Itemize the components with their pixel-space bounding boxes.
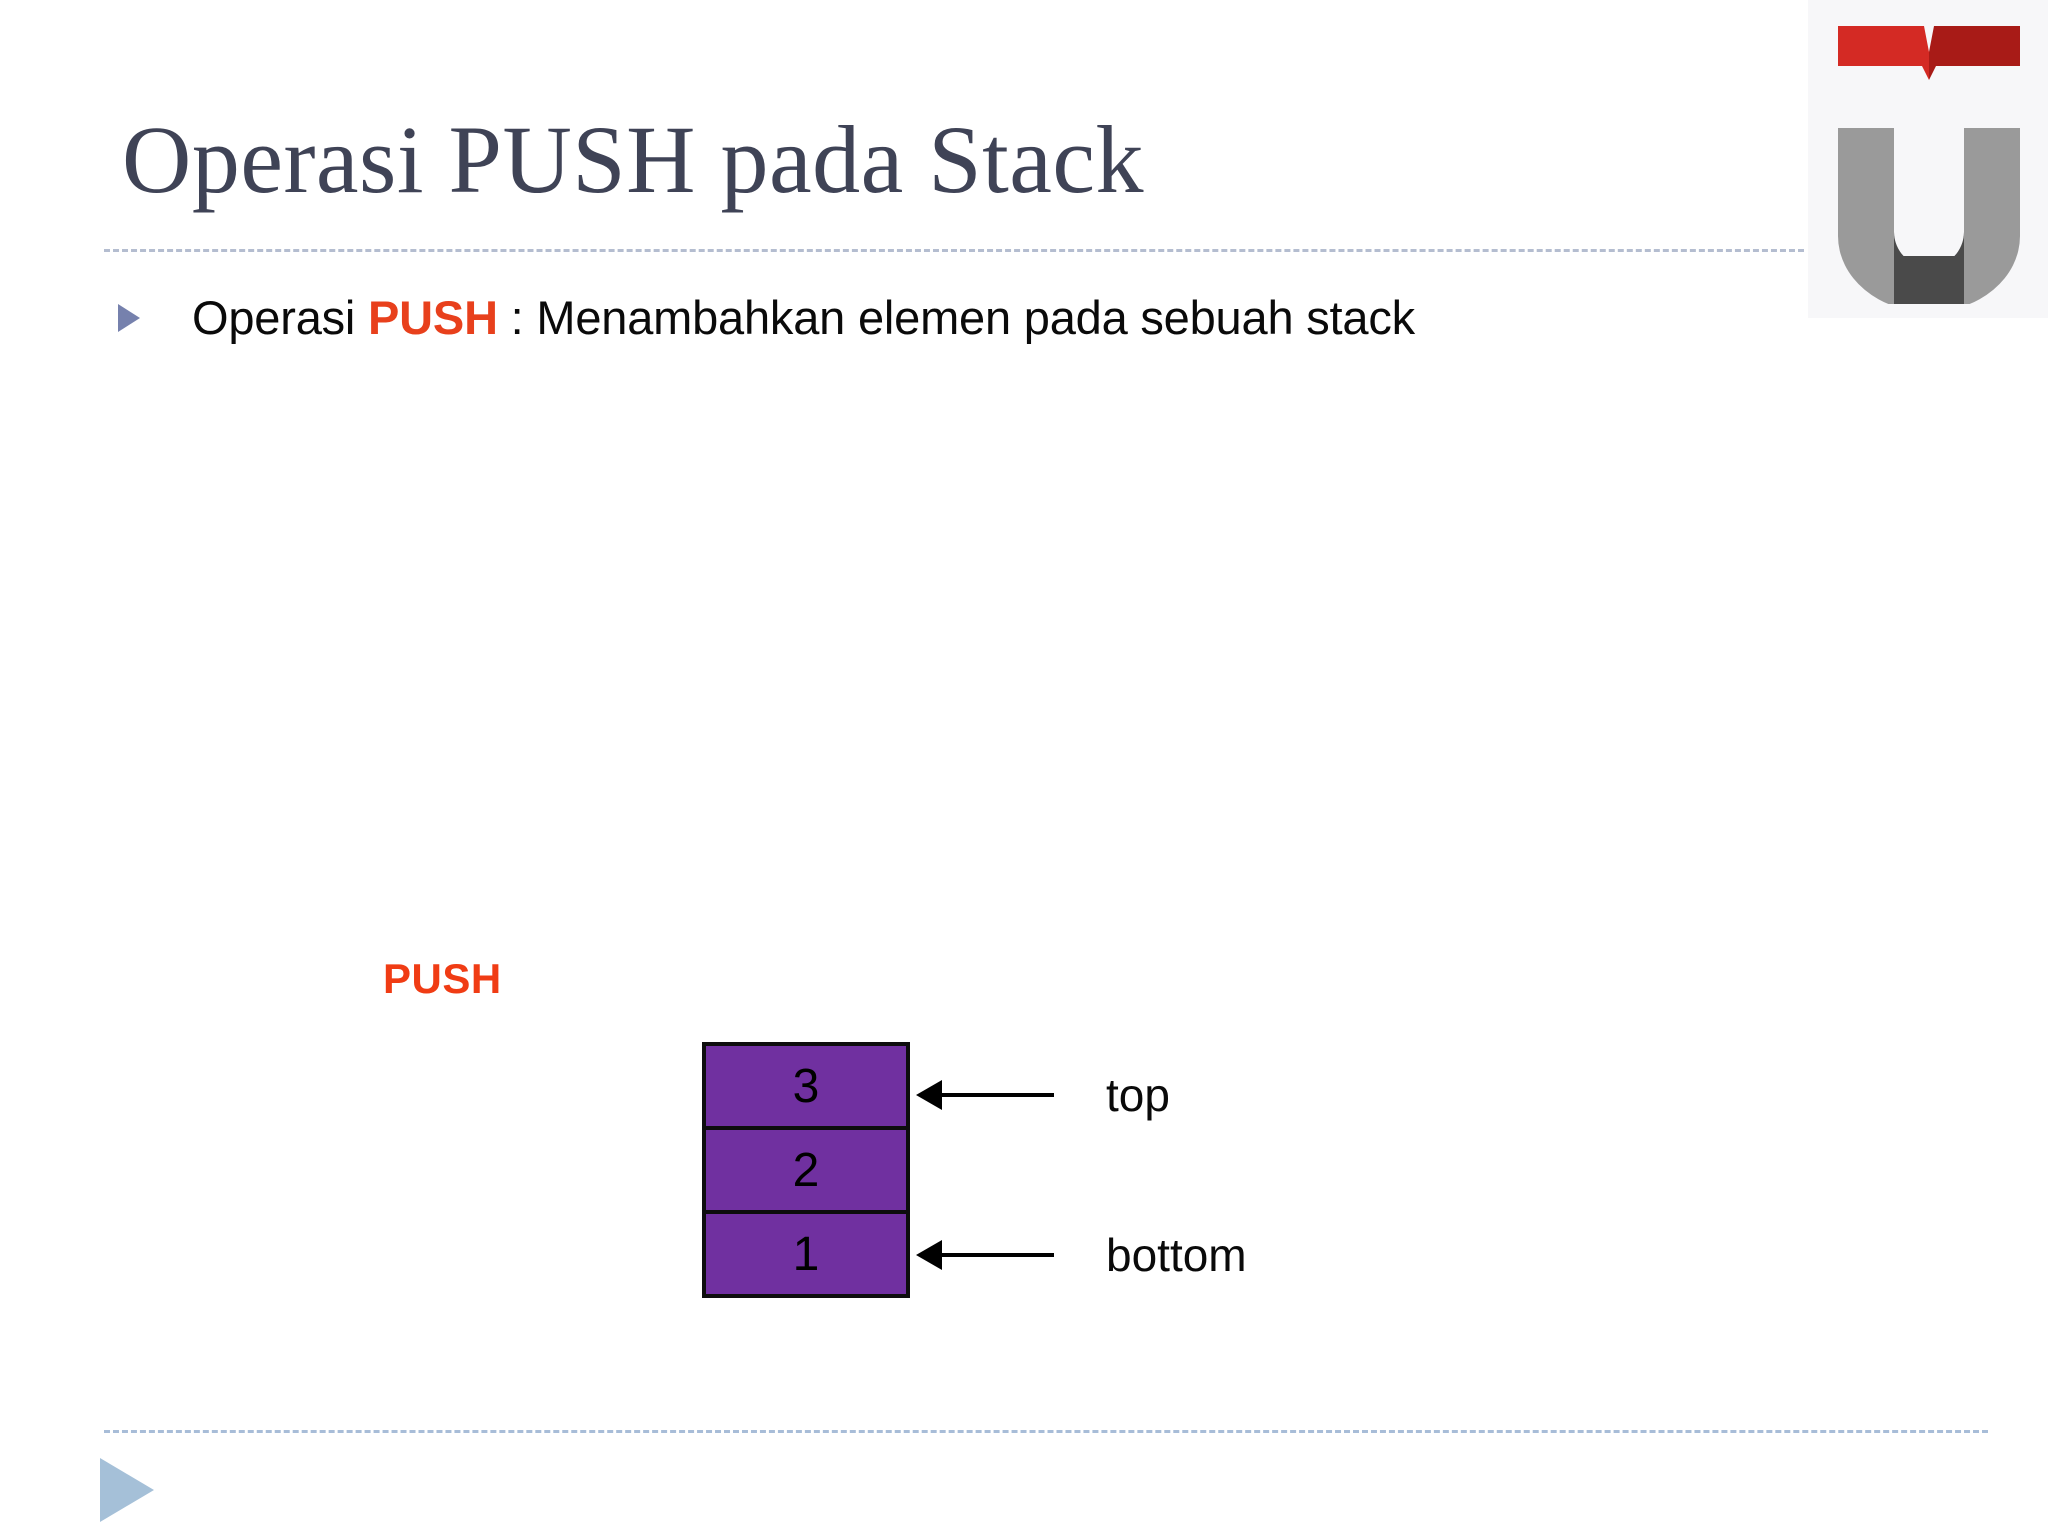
arrow-shaft: [942, 1253, 1054, 1257]
bottom-label: bottom: [1106, 1229, 1247, 1281]
logo-book-icon: [1838, 26, 2020, 80]
logo-u-icon: [1838, 128, 2020, 304]
top-label: top: [1106, 1069, 1170, 1121]
bullet-item: Operasi PUSH : Menambahkan elemen pada s…: [118, 290, 1415, 345]
arrow-shaft: [942, 1093, 1054, 1097]
push-operation-label: PUSH: [383, 955, 502, 1002]
stack-cell: 1: [706, 1214, 906, 1298]
arrow-left-icon: [916, 1240, 942, 1270]
triangle-bullet-icon: [118, 303, 140, 332]
stack-cell: 3: [706, 1046, 906, 1130]
play-triangle-icon: [100, 1458, 154, 1522]
bullet-text: Operasi PUSH : Menambahkan elemen pada s…: [192, 290, 1415, 345]
arrow-left-icon: [916, 1080, 942, 1110]
bottom-annotation: bottom: [916, 1228, 1247, 1282]
university-logo: [1808, 0, 2048, 318]
stack-cell: 2: [706, 1130, 906, 1214]
stack-diagram: 3 2 1: [702, 1042, 910, 1298]
bullet-text-before: Operasi: [192, 291, 369, 344]
footer-divider: [104, 1430, 1988, 1433]
slide-title: Operasi PUSH pada Stack: [122, 106, 1144, 213]
top-annotation: top: [916, 1068, 1170, 1122]
bullet-keyword: PUSH: [368, 291, 498, 344]
bullet-text-after: : Menambahkan elemen pada sebuah stack: [497, 291, 1415, 344]
title-divider: [104, 249, 1804, 252]
